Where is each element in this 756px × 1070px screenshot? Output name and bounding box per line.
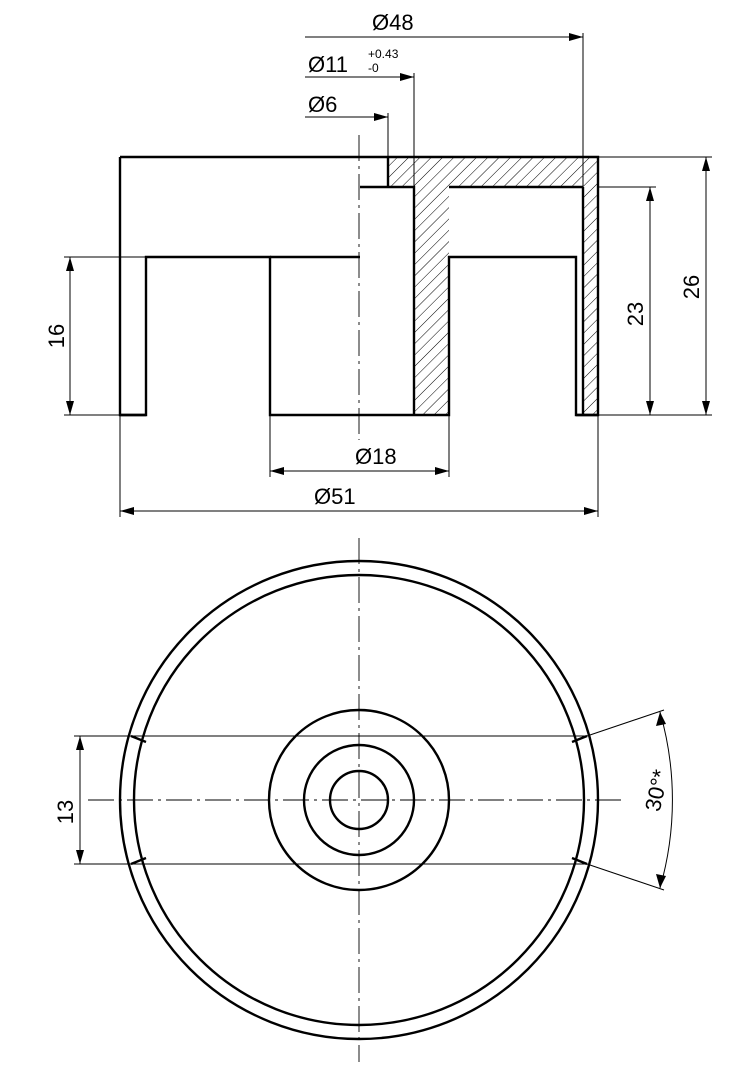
dim-dia48-label: Ø48	[372, 10, 414, 35]
dim-dia11-tol-lower: -0	[368, 61, 379, 75]
dim-dia11-tol-upper: +0.43	[368, 47, 399, 61]
dim-height16-label: 16	[44, 324, 69, 348]
dim-dia6: Ø6	[305, 92, 389, 157]
dim-height16: 16	[44, 256, 146, 416]
slot-tick-ur	[571, 734, 588, 744]
dim-dia11: Ø11 +0.43 -0	[305, 47, 415, 187]
dim-dia6-label: Ø6	[308, 92, 337, 117]
boss-outer-circle	[267, 708, 451, 892]
slot-tick-ul	[130, 734, 147, 744]
dim-dia18-label: Ø18	[355, 444, 397, 469]
slot-tick-lr	[571, 856, 588, 866]
dim-dia51: Ø51	[119, 415, 599, 517]
slot-tick-ll	[130, 856, 147, 866]
dim-angle30-label: 30°*	[640, 767, 673, 814]
right-wall-inner	[270, 185, 585, 415]
hole-circle	[328, 769, 390, 831]
dim-height23: 23	[598, 186, 656, 415]
dim-dia51-label: Ø51	[314, 484, 356, 509]
bore-circle	[302, 743, 416, 857]
dim-height26-label: 26	[679, 275, 704, 299]
section-view: Ø48 Ø11 +0.43 -0 Ø6 26	[44, 10, 712, 517]
dim-width13-label: 13	[53, 800, 78, 824]
dim-width13: 13	[53, 735, 587, 865]
dim-height26: 26	[598, 156, 712, 416]
outer-circle	[118, 559, 600, 1041]
section-hatch	[388, 157, 598, 415]
dim-height23-label: 23	[623, 302, 648, 326]
top-view: 13 30°*	[53, 538, 673, 1062]
dim-dia48: Ø48	[305, 10, 584, 187]
dim-dia18: Ø18	[269, 415, 450, 477]
dim-dia11-label: Ø11	[308, 52, 348, 77]
inner-wall-circle	[132, 573, 586, 1027]
